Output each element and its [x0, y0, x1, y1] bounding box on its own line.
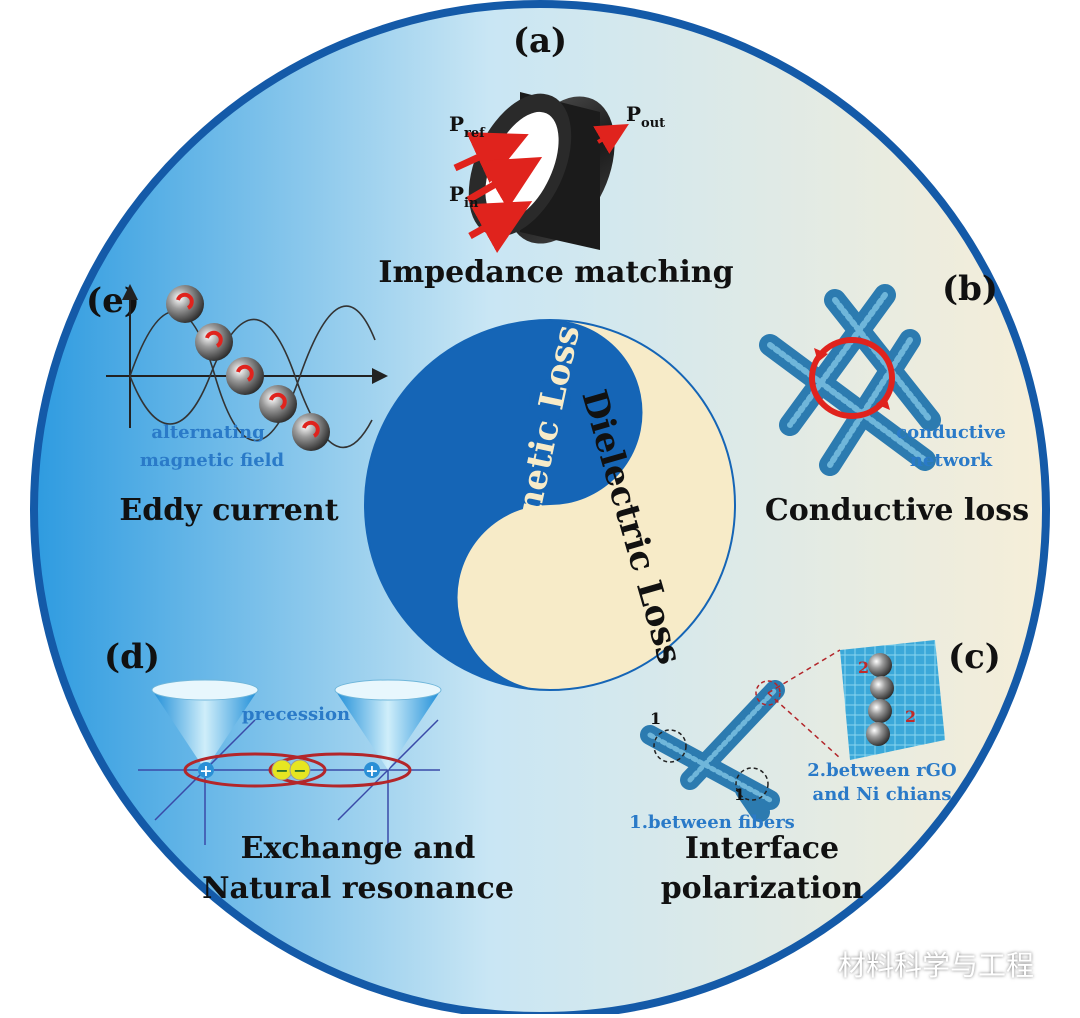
panel-c: (c) 1 1 2 2 2.between rGO and Ni chians …	[629, 637, 1001, 906]
minus-charge-right	[289, 759, 311, 781]
marker-2-left: 2	[858, 658, 869, 677]
note-fibers: 1.between fibers	[629, 812, 795, 833]
watermark-text: 材料科学与工程	[838, 949, 1035, 982]
zoom-origin	[755, 680, 781, 706]
field-label-line1: alternating	[151, 422, 265, 443]
right-precession-cone	[335, 690, 441, 770]
left-orbit	[183, 752, 327, 788]
current-loop	[809, 337, 895, 419]
field-label-line2: magnetic field	[140, 450, 285, 471]
junction-marker-2	[735, 767, 769, 801]
panel-b-title: Conductive loss	[765, 493, 1029, 528]
panel-e: (e) alternating magnetic field Eddy curr…	[86, 281, 388, 528]
watermark: 材料科学与工程	[796, 944, 1034, 984]
incident-arrow-lower	[468, 201, 533, 253]
minus-sign-left: −	[275, 761, 288, 780]
precession-label: precession	[242, 704, 350, 725]
marker-1-top: 1	[650, 709, 661, 728]
panel-a-label: (a)	[513, 21, 567, 61]
incident-arrow	[466, 156, 543, 210]
wechat-icon	[796, 951, 830, 976]
field-wave-2	[129, 318, 373, 449]
right-plus-charge	[364, 762, 380, 778]
fiber-triangle	[640, 680, 785, 822]
yin-dot	[529, 577, 571, 619]
marker-1-bottom: 1	[734, 785, 745, 804]
p-ref-label: Pref	[449, 112, 486, 141]
left-precession-cone	[152, 690, 258, 770]
marker-2-right: 2	[905, 707, 916, 726]
panel-c-title-line1: Interface	[685, 831, 839, 866]
network-label-line2: network	[910, 450, 993, 471]
panel-a: (a) Pref Pout Pin Impedance matching	[378, 21, 733, 290]
p-in-label: Pin	[449, 182, 479, 211]
loop-arrowhead	[814, 348, 828, 362]
panel-d: (d) + + − − precession Exchange and Natu…	[104, 637, 514, 906]
rgo-sheet	[840, 640, 945, 760]
panel-b: (b) conductive network Conductive loss	[759, 269, 1029, 528]
network-label-line1: conductive	[896, 422, 1006, 443]
spin-ball-chain	[166, 285, 330, 451]
panel-c-label: (c)	[948, 637, 1001, 677]
p-out-label: Pout	[626, 102, 665, 131]
panel-e-title: Eddy current	[119, 493, 338, 528]
plus-sign-left: +	[199, 761, 212, 780]
transmitted-arrow	[593, 123, 629, 154]
note-rgo-line1: 2.between rGO	[807, 760, 956, 781]
plus-sign-right: +	[365, 761, 378, 780]
panel-e-label: (e)	[86, 281, 140, 321]
ni-chain	[866, 653, 894, 746]
fiber-network	[759, 284, 941, 476]
right-orbit	[268, 752, 412, 788]
junction-marker-1	[653, 729, 687, 763]
left-plus-charge	[198, 762, 214, 778]
loop-arrowhead-2	[876, 396, 890, 410]
note-rgo-line2: and Ni chians	[813, 784, 952, 805]
panel-c-title-line2: polarization	[661, 871, 864, 906]
yin-yang: Magnetic Loss Dielectric Loss	[364, 319, 736, 691]
minus-sign-right: −	[293, 761, 306, 780]
panel-d-label: (d)	[104, 637, 160, 677]
panel-d-title-line2: Natural resonance	[202, 871, 514, 906]
panel-a-title: Impedance matching	[378, 255, 733, 290]
panel-d-title-line1: Exchange and	[241, 831, 476, 866]
panel-b-label: (b)	[942, 269, 998, 309]
reflected-arrow	[453, 132, 529, 183]
yang-dot	[529, 379, 571, 421]
